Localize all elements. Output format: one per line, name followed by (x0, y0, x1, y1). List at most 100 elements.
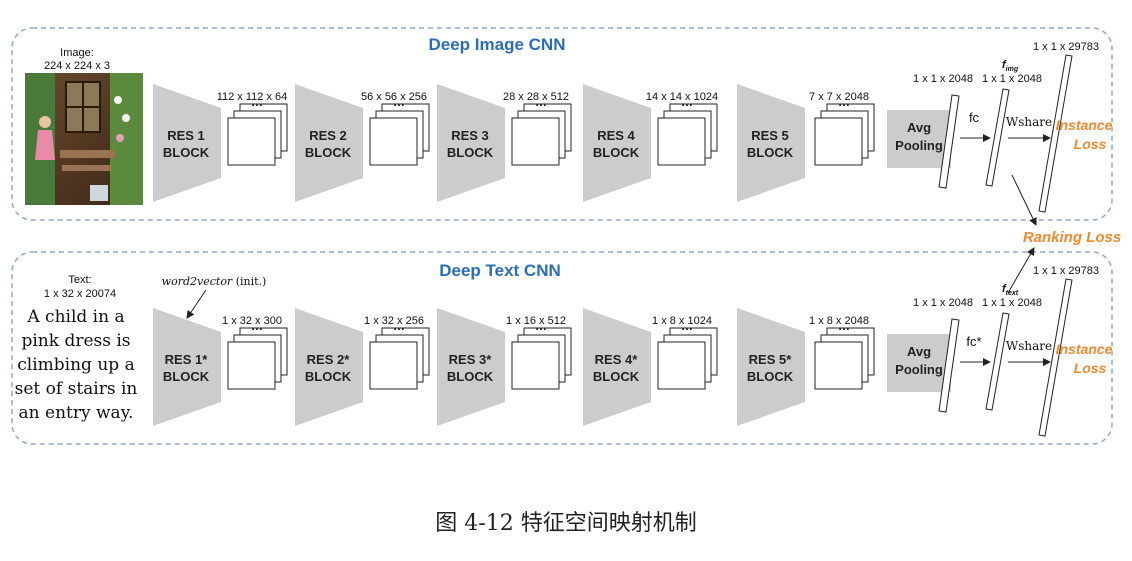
image-input-label: Image: (60, 47, 94, 59)
feature-map-stack: … (511, 95, 572, 166)
ellipsis-dots: … (838, 95, 850, 109)
fc-label: fc* (966, 334, 981, 349)
res-block-1 (153, 84, 221, 202)
res-block-label: RES 2 (309, 128, 347, 143)
text-branch-title: Deep Text CNN (439, 261, 561, 280)
ellipsis-dots: … (535, 95, 547, 109)
res-block-4 (583, 308, 651, 426)
res-block-label: BLOCK (163, 145, 210, 160)
feature-map (657, 341, 706, 390)
sentence-line: an entry way. (19, 403, 134, 423)
res-block-label: RES 3* (449, 352, 493, 367)
feature-symbol: fimg (1002, 59, 1019, 73)
feature-symbol-sub: text (1006, 290, 1019, 297)
res-block-label: BLOCK (163, 369, 210, 384)
figure-caption: 图 4-12 特征空间映射机制 (435, 511, 697, 536)
feature-vector-dim: 1 x 1 x 2048 (982, 297, 1042, 309)
feature-map (814, 341, 863, 390)
avg-pooling-label: Avg (907, 344, 931, 359)
res-block-label: BLOCK (447, 145, 494, 160)
input-photo (25, 73, 143, 205)
feature-symbol-f: f (1002, 283, 1007, 295)
pooled-vector (938, 318, 960, 413)
feature-symbol-sub: img (1006, 66, 1019, 73)
res-block-2 (295, 308, 363, 426)
feature-map-stack: … (657, 319, 718, 390)
word2vector-init: (init.) (232, 275, 266, 288)
avg-pooling-label: Avg (907, 120, 931, 135)
fc-label: fc (969, 110, 980, 125)
ellipsis-dots: … (535, 319, 547, 333)
feature-map-stack: … (369, 319, 430, 390)
feature-vector (985, 88, 1010, 187)
feature-map-stack: … (657, 95, 718, 166)
res-block-label: RES 5* (749, 352, 793, 367)
feature-vector (985, 312, 1010, 411)
instance-loss-label: Instance (1056, 341, 1113, 357)
feature-dim-label: 1 x 32 x 256 (364, 315, 424, 327)
ranking-arrow-from-image (1011, 174, 1037, 226)
instance-vector (1038, 54, 1073, 213)
ellipsis-dots: … (681, 319, 693, 333)
instance-loss-label: Loss (1074, 360, 1107, 376)
res-block-label: RES 2* (307, 352, 351, 367)
pooled-vector-dim: 1 x 1 x 2048 (913, 297, 973, 309)
feature-map-stack: … (227, 319, 288, 390)
text-input-label: Text: (68, 274, 91, 286)
wshare-label: Wshare (1006, 339, 1052, 353)
res-block-label: BLOCK (747, 369, 794, 384)
instance-vector-dim: 1 x 1 x 29783 (1033, 41, 1099, 53)
word2vector-arrow (186, 289, 207, 319)
avg-pooling-label: Pooling (895, 362, 943, 377)
image-input-dim: 224 x 224 x 3 (44, 60, 110, 72)
instance-loss-label: Loss (1074, 136, 1107, 152)
res-block-label: RES 1* (165, 352, 209, 367)
res-block-label: BLOCK (593, 369, 640, 384)
ellipsis-dots: … (393, 95, 405, 109)
ellipsis-dots: … (393, 319, 405, 333)
res-block-4 (583, 84, 651, 202)
ranking-loss-label: Ranking Loss (1023, 229, 1121, 246)
feature-map (227, 341, 276, 390)
feature-map-stack: … (814, 95, 875, 166)
instance-vector-dim: 1 x 1 x 29783 (1033, 265, 1099, 277)
res-block-label: RES 4* (595, 352, 639, 367)
feature-dim-label: 7 x 7 x 2048 (809, 91, 869, 103)
input-sentence: A child in a pink dress is climbing up a… (15, 307, 138, 423)
res-block-label: RES 5 (751, 128, 789, 143)
word2vector-italic: word2vector (162, 275, 233, 288)
feature-dim-label: 14 x 14 x 1024 (646, 91, 718, 103)
wshare-label: Wshare (1006, 115, 1052, 129)
res-block-2 (295, 84, 363, 202)
instance-loss-label: Instance (1056, 117, 1113, 133)
feature-map-stack: … (227, 95, 288, 166)
res-block-1 (153, 308, 221, 426)
image-branch-title: Deep Image CNN (429, 35, 566, 54)
res-block-label: BLOCK (593, 145, 640, 160)
feature-vector-dim: 1 x 1 x 2048 (982, 73, 1042, 85)
feature-map (511, 117, 560, 166)
avg-pooling-label: Pooling (895, 138, 943, 153)
feature-map (657, 117, 706, 166)
ellipsis-dots: … (251, 319, 263, 333)
word2vector-label: word2vector (init.) (162, 275, 267, 288)
res-block-label: BLOCK (747, 145, 794, 160)
sentence-line: pink dress is (21, 331, 130, 351)
image-branch-frame (11, 27, 1113, 221)
ellipsis-dots: … (251, 95, 263, 109)
feature-dim-label: 1 x 8 x 2048 (809, 315, 869, 327)
feature-map (227, 117, 276, 166)
ellipsis-dots: … (681, 95, 693, 109)
res-block-label: RES 3 (451, 128, 489, 143)
feature-dim-label: 112 x 112 x 64 (217, 91, 288, 103)
res-block-5 (737, 308, 805, 426)
sentence-line: climbing up a (17, 355, 134, 375)
feature-dim-label: 56 x 56 x 256 (361, 91, 427, 103)
feature-dim-label: 1 x 16 x 512 (506, 315, 566, 327)
feature-map-stack: … (511, 319, 572, 390)
feature-dim-label: 1 x 32 x 300 (222, 315, 282, 327)
feature-dim-label: 28 x 28 x 512 (503, 91, 569, 103)
res-block-3 (437, 308, 505, 426)
pooled-vector-dim: 1 x 1 x 2048 (913, 73, 973, 85)
